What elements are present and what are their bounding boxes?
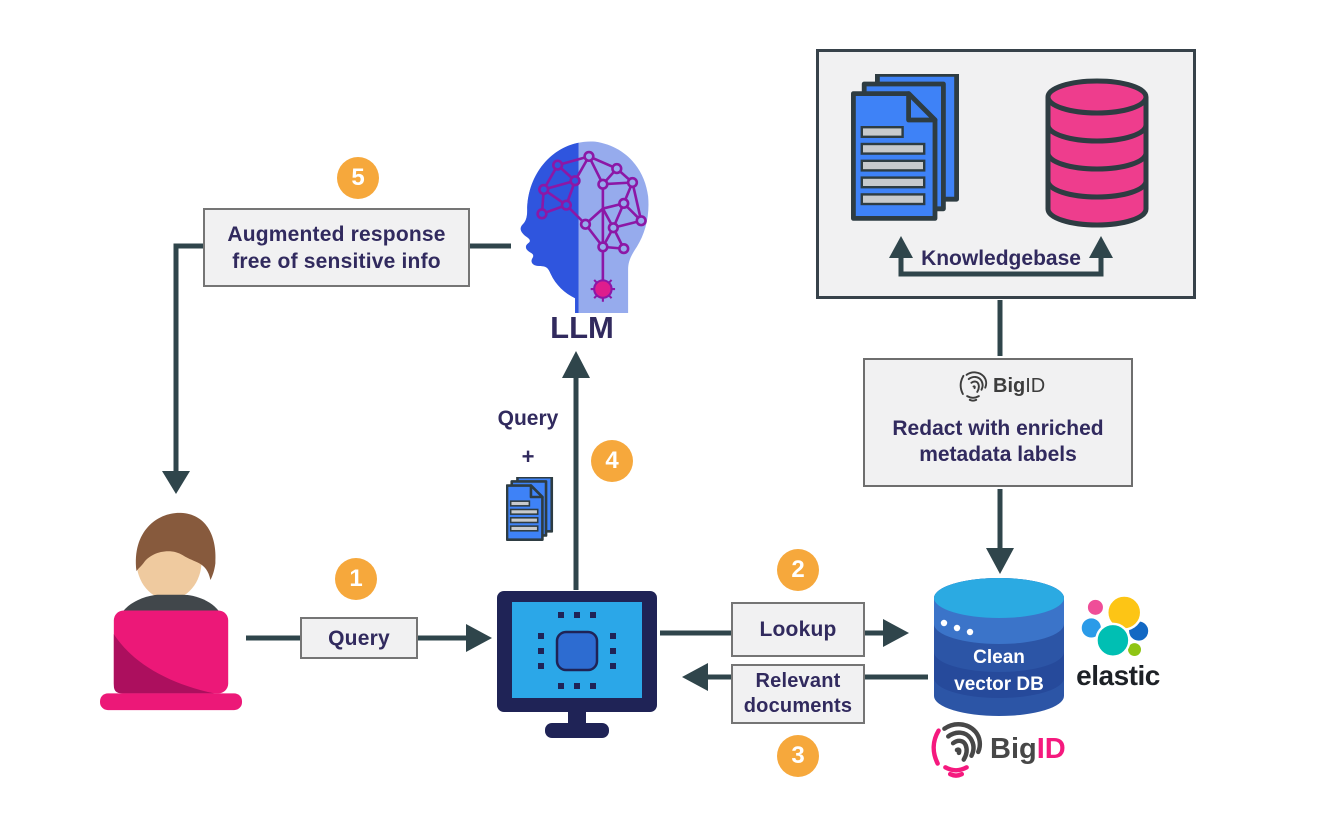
bigid-word-big: Big [990,733,1037,765]
redact-label-line1: Redact with enriched [892,417,1104,440]
augmented-line2: free of sensitive info [232,249,441,273]
source-database-icon [1045,78,1149,228]
redact-box: BigID Redact with enriched metadata labe… [863,358,1133,487]
bigid-wordmark-mono: BigID [993,375,1045,398]
redact-label: Redact with enriched metadata labels [865,416,1131,468]
chip-icon [555,630,599,672]
redact-to-db-arrowhead [986,548,1014,574]
bigid-word-big: Big [993,375,1026,397]
relevant-line2: documents [743,695,853,717]
llm-head-icon [520,141,649,313]
query-arrowhead [466,624,492,652]
augmented-line1: Augmented response [227,222,446,246]
augmented-response-box: Augmented response free of sensitive inf… [203,208,470,287]
computer-monitor-icon [497,591,657,738]
documents-stack-icon [851,74,959,221]
step4-badge: 4 [591,440,633,482]
query-plus-query-label: Query [497,407,559,430]
bigid-wordmark: BigID [990,733,1066,766]
query-documents-icon [506,477,554,541]
llm-label: LLM [550,310,614,345]
redact-label-line2: metadata labels [919,443,1077,466]
lookup-arrowhead [883,619,909,647]
relevant-docs-arrowhead [682,663,708,691]
clean-vector-db-label: Clean vector DB [930,644,1068,698]
bigid-logo-icon [931,722,983,778]
step3-badge: 3 [777,735,819,777]
step2-badge: 2 [777,549,819,591]
lookup-box: Lookup [731,602,865,657]
knowledgebase-bracket-arrows [889,236,1113,277]
user-at-laptop-icon [100,512,243,711]
step5-badge: 5 [337,157,379,199]
step1-badge: 1 [335,558,377,600]
monitor-to-llm-arrowhead [562,351,590,378]
bigid-word-id: ID [1025,375,1046,397]
clean-vector-db-label-line2: vector DB [954,674,1044,695]
response-arrowhead [162,471,190,494]
knowledgebase-label: Knowledgebase [921,247,1081,270]
query-box: Query [300,617,418,659]
clean-vector-db-label-line1: Clean [973,647,1025,668]
plus-sign: + [521,444,535,469]
relevant-documents-box: Relevant documents [731,664,865,724]
bigid-word-id: ID [1036,733,1066,765]
elastic-logo-icon [1080,594,1151,659]
clean-vector-db-icon [934,578,1064,716]
chip-node-icon [590,276,616,302]
knowledgebase-box: Knowledgebase [816,49,1196,299]
bigid-fingerprint-icon-mono [959,371,988,402]
relevant-line1: Relevant [755,670,841,692]
elastic-wordmark: elastic [1076,660,1160,691]
